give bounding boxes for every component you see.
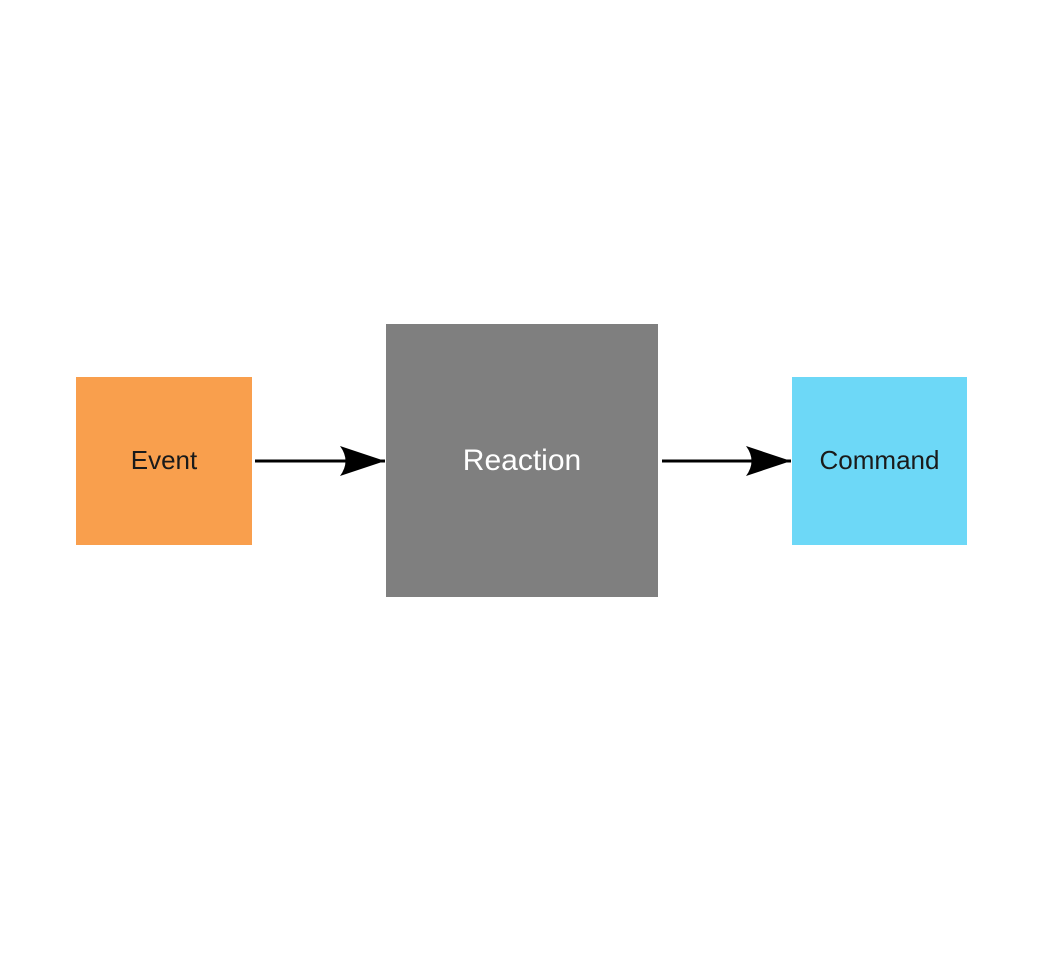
node-command: Command (792, 377, 967, 545)
node-command-label: Command (819, 445, 940, 476)
node-event: Event (76, 377, 252, 545)
node-reaction-label: Reaction (462, 443, 582, 477)
node-event-label: Event (130, 445, 198, 476)
node-reaction: Reaction (386, 324, 658, 597)
